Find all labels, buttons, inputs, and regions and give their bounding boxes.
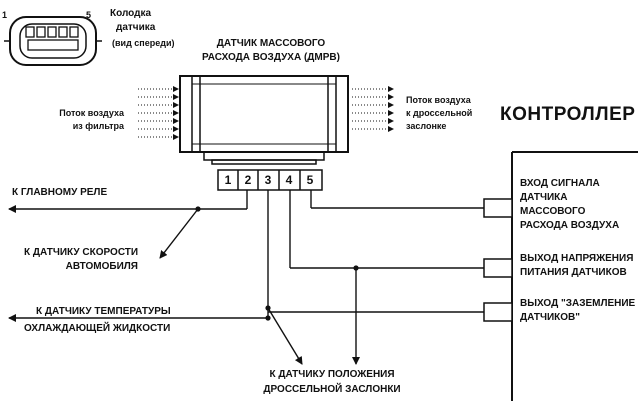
airflow-in-label-line2: из фильтра [72, 121, 124, 131]
sensor-title-line1: ДАТЧИК МАССОВОГО [216, 38, 326, 49]
junction-dots [195, 206, 359, 321]
controller-input-line2: ДАТЧИКА [520, 192, 568, 203]
connector-drawing [4, 16, 102, 66]
pin-1-label: 1 [224, 173, 232, 187]
airflow-in-label-line1: Поток воздуха [59, 108, 124, 118]
dest-throttle-line1: К ДАТЧИКУ ПОЛОЖЕНИЯ [269, 369, 395, 380]
airflow-out-label-line3: заслонке [406, 121, 447, 131]
controller-ground-line1: ВЫХОД "ЗАЗЕМЛЕНИЕ [520, 298, 636, 309]
wires [8, 190, 484, 365]
connector-title-line3: (вид спереди) [112, 38, 175, 48]
pin-3-label: 3 [264, 173, 272, 187]
inlet-airflow-arrows [138, 86, 179, 140]
dest-main-relay: К ГЛАВНОМУ РЕЛЕ [12, 187, 108, 198]
controller-input-line1: ВХОД СИГНАЛА [520, 178, 600, 189]
controller-supply-line2: ПИТАНИЯ ДАТЧИКОВ [520, 267, 627, 278]
dest-speed-line1: К ДАТЧИКУ СКОРОСТИ [24, 247, 139, 258]
controller-supply-line1: ВЫХОД НАПРЯЖЕНИЯ [520, 253, 634, 264]
pin-strip [217, 169, 323, 191]
dest-temp-line1: К ДАТЧИКУ ТЕМПЕРАТУРЫ [36, 306, 171, 317]
airflow-out-label-line2: к дроссельной [406, 108, 473, 118]
pin-4-label: 4 [285, 173, 293, 187]
outlet-airflow-arrows [352, 86, 394, 132]
sensor-title-line2: РАСХОДА ВОЗДУХА (ДМРВ) [202, 52, 340, 63]
pin-2-label: 2 [244, 173, 252, 187]
pin-5-label: 5 [306, 173, 314, 187]
controller-title: КОНТРОЛЛЕР [500, 104, 636, 125]
connector-title-line2: датчика [116, 22, 156, 33]
connector-title-line1: Колодка [110, 8, 152, 19]
controller-frame [483, 151, 638, 401]
connector-pin-last-label: 5 [86, 10, 92, 20]
dest-throttle-line2: ДРОССЕЛЬНОЙ ЗАСЛОНКИ [263, 384, 401, 395]
maf-sensor-body [179, 75, 349, 165]
controller-ground-line2: ДАТЧИКОВ" [520, 312, 581, 323]
dest-temp-line2: ОХЛАЖДАЮЩЕЙ ЖИДКОСТИ [24, 323, 171, 334]
dest-speed-line2: АВТОМОБИЛЯ [65, 261, 138, 272]
connector-pin-first-label: 1 [2, 10, 8, 20]
controller-input-line3: МАССОВОГО [520, 206, 586, 217]
airflow-out-label-line1: Поток воздуха [406, 95, 471, 105]
controller-input-line4: РАСХОДА ВОЗДУХА [520, 220, 620, 231]
